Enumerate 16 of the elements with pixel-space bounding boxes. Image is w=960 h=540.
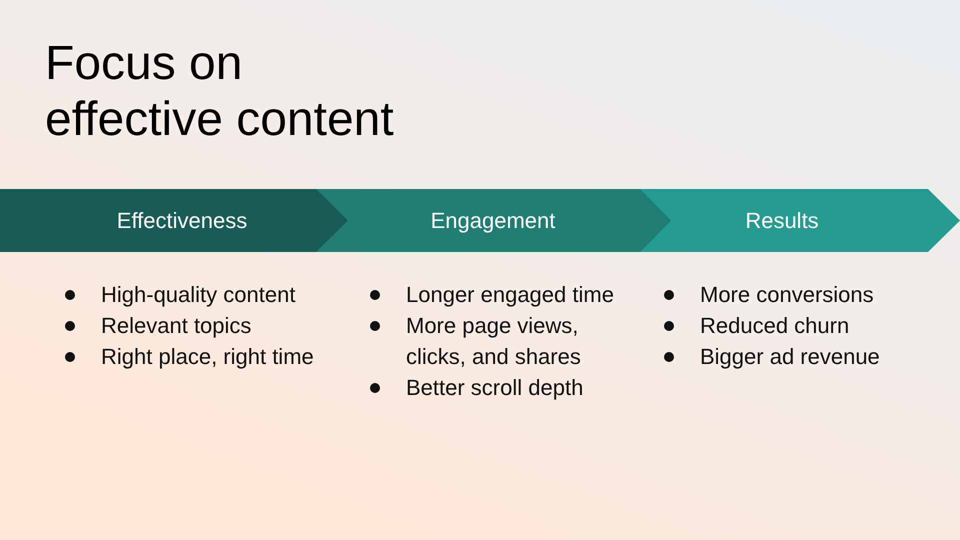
list-item-text: Longer engaged time [406,281,615,309]
chevron-step [640,189,960,252]
list-item-text: Right place, right time [101,343,315,371]
list-item-text: Bigger ad revenue [700,343,881,371]
list-item-text: More page views, clicks, and shares [406,312,582,371]
list-item-text: Relevant topics [101,312,252,340]
list-item-text: More conversions [700,281,875,309]
slide-title: Focus on effective content [45,36,395,148]
list-item-text: Better scroll depth [406,374,584,402]
step-title: Effectiveness [116,208,248,234]
chevron-step [0,189,348,252]
list-item-text: High-quality content [101,281,296,309]
list-item-text: Reduced churn [700,312,850,340]
chevron-step [316,189,671,252]
step-title: Results [745,208,819,234]
step-title: Engagement [430,208,556,234]
